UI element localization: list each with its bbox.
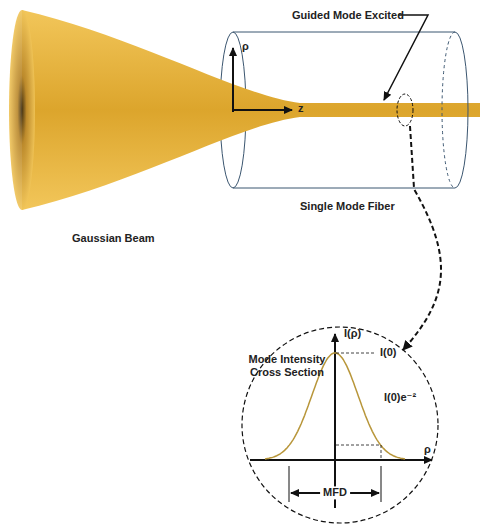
z-axis — [232, 109, 292, 111]
leader-line — [384, 15, 428, 100]
rho-axis — [232, 48, 234, 112]
gaussian-beam — [22, 10, 480, 210]
intensity-axis — [334, 334, 336, 508]
dimension-label: MFD — [320, 486, 350, 499]
section-marker — [397, 94, 413, 126]
inset-title: Mode Intensity Cross Section — [246, 353, 328, 379]
callout-label: Guided Mode Excited — [292, 9, 404, 22]
beam-label: Gaussian Beam — [72, 232, 155, 245]
fiber-end — [455, 32, 468, 188]
peak-label: I(0) — [380, 346, 397, 359]
beam-face — [9, 10, 35, 210]
fiber-label: Single Mode Fiber — [300, 200, 395, 213]
edge-label: I(0)e⁻² — [384, 391, 416, 404]
beam-node: Gaussian Beam — [10, 10, 300, 210]
axis-label: I(ρ) — [344, 327, 361, 340]
axis-label: z — [298, 102, 304, 115]
dashed-connector — [403, 190, 441, 350]
axis-label: ρ — [424, 443, 431, 456]
inset-circle: Mode Intensity Cross Section I(ρ) I(0) I(0)… — [240, 325, 440, 525]
fiber-node: Single Mode Fiber — [218, 30, 470, 190]
axis-label: ρ — [242, 40, 249, 53]
